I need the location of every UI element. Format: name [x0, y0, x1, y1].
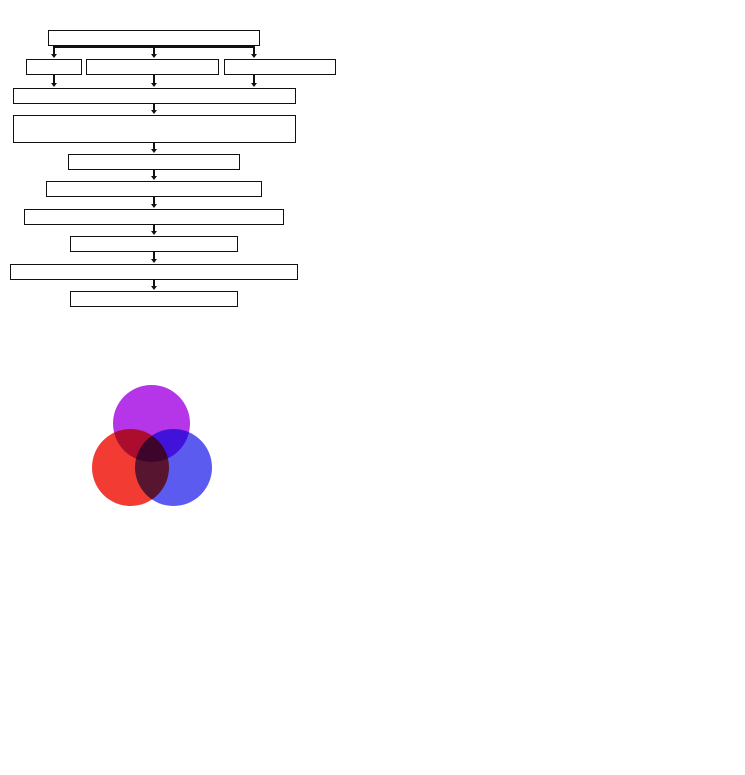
flow-box-upregulation [13, 88, 296, 104]
flow-box-adcc [26, 59, 82, 75]
flow-arrow [50, 54, 57, 58]
flow-connector [153, 197, 155, 206]
flow-box-2-lncrnas [70, 236, 238, 252]
flow-connector [153, 252, 155, 261]
flow-connector [253, 46, 255, 56]
flow-arrow [150, 286, 157, 290]
flow-connector [153, 104, 155, 112]
flow-connector [153, 225, 155, 233]
panel-d-right-scatter [520, 336, 745, 528]
flow-connector [153, 280, 155, 288]
flow-connector [53, 75, 55, 85]
flow-connector [253, 75, 255, 85]
flow-arrow [150, 149, 157, 153]
flow-box-3-lncrnas [46, 181, 262, 197]
flow-connector [153, 46, 155, 56]
flow-box-cytokine [86, 59, 219, 75]
flow-connector [153, 75, 155, 85]
flow-box-intergenic [24, 209, 284, 225]
panel-c-top-chart [300, 8, 745, 138]
panel-e-chart-2 [138, 548, 250, 723]
flow-arrow [150, 176, 157, 180]
panel-e-chart-3 [252, 548, 392, 723]
flow-box-gse [48, 30, 260, 46]
panel-d-left-scatter [300, 336, 522, 528]
flow-arrow [150, 231, 157, 235]
flow-connector [153, 170, 155, 178]
flow-connector [53, 46, 55, 56]
flow-arrow [150, 204, 157, 208]
panel-e-chart-1 [14, 548, 134, 723]
flow-arrow [150, 54, 157, 58]
flow-connector [153, 143, 155, 151]
flow-arrow [150, 83, 157, 87]
panel-c-bottom-chart [300, 138, 745, 330]
flow-box-coexpression [10, 264, 298, 280]
panel-a-flowchart [8, 22, 336, 312]
flow-arrow [250, 83, 257, 87]
flow-arrow [150, 110, 157, 114]
flow-box-nk92 [68, 154, 240, 170]
flow-arrow [150, 259, 157, 263]
flow-arrow [250, 54, 257, 58]
panel-f-dotplot [400, 538, 745, 768]
flow-box-k562 [224, 59, 336, 75]
panel-b-venn [8, 330, 300, 530]
venn-circle-k562 [135, 429, 212, 506]
flow-arrow [50, 83, 57, 87]
flow-box-8-lncrnas [13, 115, 296, 143]
flow-box-mir155hg [70, 291, 238, 307]
